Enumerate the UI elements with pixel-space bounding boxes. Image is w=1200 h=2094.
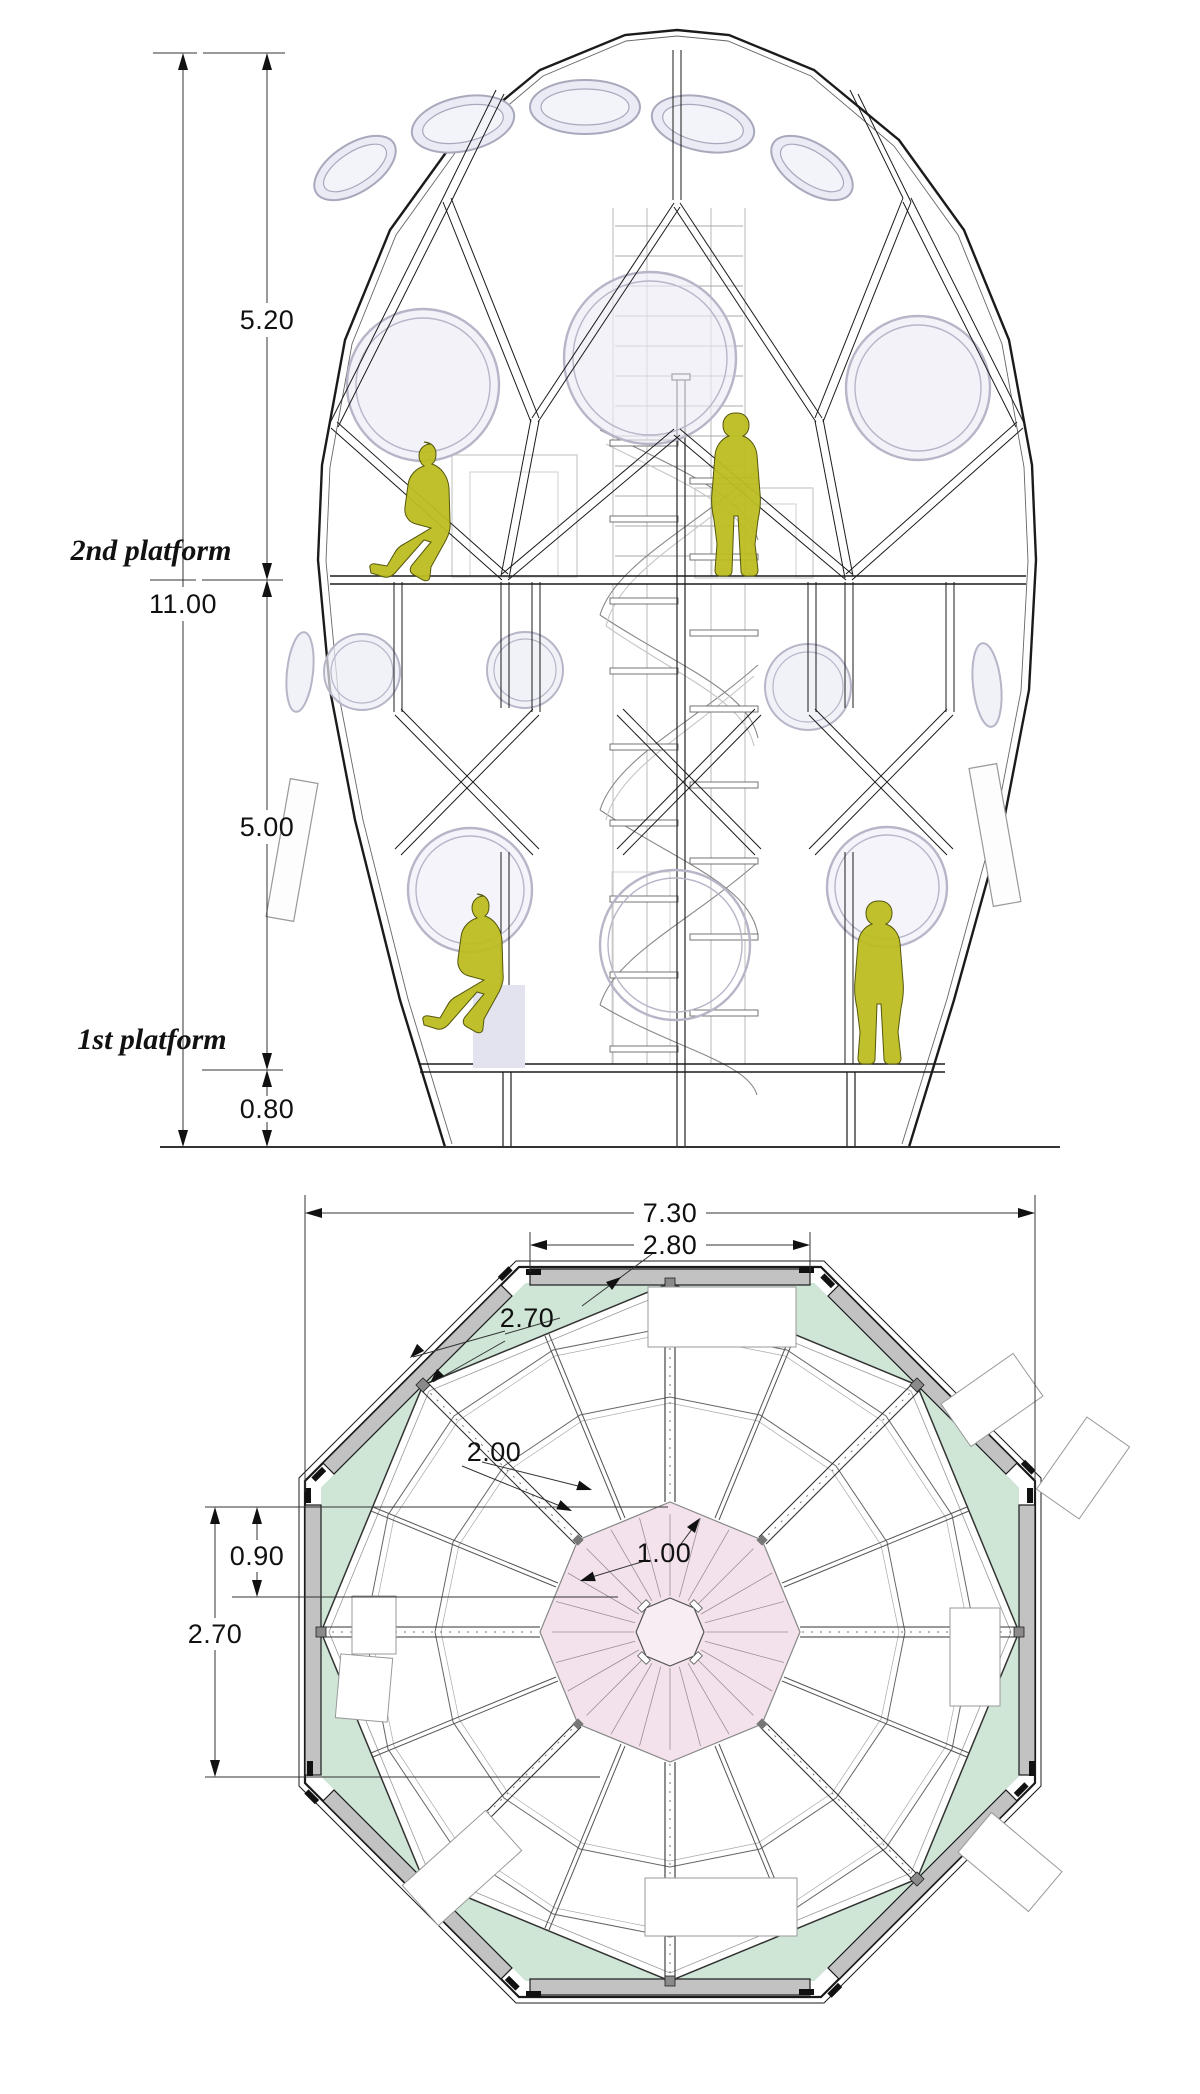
label-2nd-platform: 2nd platform: [70, 534, 232, 567]
label-1st-platform: 1st platform: [77, 1023, 226, 1056]
plan-main-radials: [321, 1283, 1019, 1981]
dim-total-height: 11.00: [149, 589, 217, 619]
dim-joist: 2.00: [467, 1437, 522, 1467]
skylight-windows: [313, 79, 854, 202]
plan-furniture: [334, 1286, 1131, 1937]
elevation-dimension-arrows: [178, 53, 272, 1147]
dim-band-offset: 0.90: [230, 1541, 285, 1571]
dim-mid-height: 5.00: [240, 812, 295, 842]
dim-side-panel: 2.70: [188, 1619, 243, 1649]
plan-corner-hatches: [304, 1266, 1036, 1998]
human-figures: [369, 412, 904, 1065]
dim-stair-radius: 1.00: [637, 1538, 692, 1568]
elevation-dimensions: [150, 52, 285, 1148]
floor-plan: 7.30 2.80 2.70 2.00 1.00 0.90 2.70: [188, 1195, 1131, 2004]
stair-core: [635, 1597, 705, 1667]
figure-standing-1st: [854, 900, 904, 1065]
upper-round-windows: [345, 270, 992, 463]
second-platform-floor: [330, 575, 1026, 585]
plan-secondary-radials: [370, 1333, 970, 1931]
dim-corner-panel: 2.70: [500, 1303, 555, 1333]
stair-center-pole: [671, 373, 691, 1147]
pink-vertex-plates: [572, 1534, 768, 1730]
stair-core-tabs: [637, 1599, 703, 1665]
dim-overall-width: 7.30: [643, 1198, 698, 1228]
interior-partitions: [451, 454, 814, 1065]
mid-round-windows: [285, 631, 1003, 731]
plan-stair-area: [539, 1501, 801, 1763]
plan-dimension-arrows: [210, 1208, 1035, 1777]
dome-shell: [316, 28, 1038, 1148]
dim-base-height: 0.80: [240, 1094, 295, 1124]
side-hatch-panels: [265, 762, 1022, 923]
figure-seated-2nd: [369, 441, 451, 582]
first-platform-floor: [420, 1063, 945, 1147]
dim-top-panel: 2.80: [643, 1230, 698, 1260]
figure-seated-1st: [422, 893, 504, 1034]
spiral-stair-stringers: [599, 429, 759, 1096]
section-elevation: 5.20 11.00 5.00 0.80 2nd platform 1st pl…: [70, 28, 1060, 1148]
spiral-stair-treads: [609, 439, 759, 1053]
figure-standing-2nd: [711, 412, 761, 577]
dim-upper-height: 5.20: [240, 305, 295, 335]
